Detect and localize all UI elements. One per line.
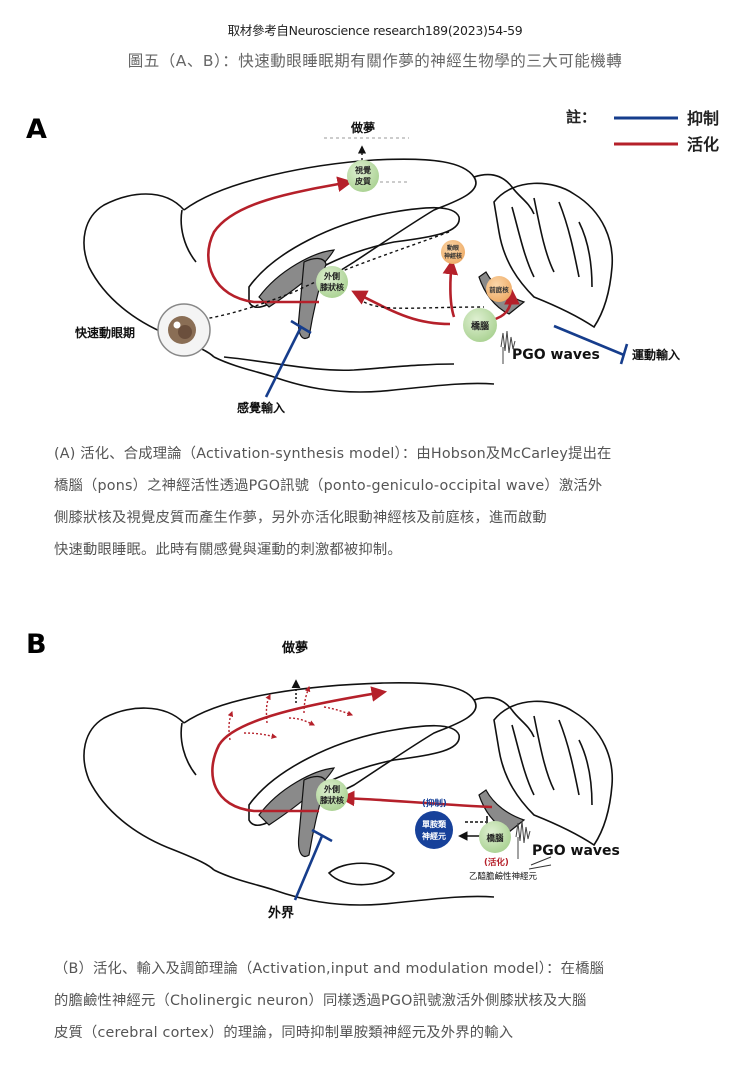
panel-a-diagram: A bbox=[26, 108, 719, 415]
dotted-guides bbox=[324, 137, 409, 183]
activation-paths bbox=[211, 686, 493, 813]
caption-a: (A) 活化、合成理論（Activation-synthesis model）：… bbox=[54, 438, 694, 566]
cholinergic-label: 乙醯膽鹼性神經元 bbox=[469, 871, 538, 882]
caption-a-line: 側膝狀核及視覺皮質而產生作夢，另外亦活化眼動神經核及前庭核，進而啟動 bbox=[54, 510, 547, 526]
svg-text:單胺類: 單胺類 bbox=[422, 819, 447, 829]
cholinergic-pointer bbox=[528, 856, 552, 870]
node-pons: 橋腦 bbox=[463, 308, 497, 342]
svg-text:外側: 外側 bbox=[324, 784, 340, 794]
figure-title: 圖五（A、B）：快速動眼睡眠期有關作夢的神經生物學的三大可能機轉 bbox=[127, 52, 623, 70]
sensory-input-label: 感覺輸入 bbox=[237, 400, 285, 415]
svg-text:橋腦: 橋腦 bbox=[471, 320, 489, 332]
eye-icon bbox=[157, 303, 211, 357]
motor-input-label: 運動輸入 bbox=[632, 347, 680, 362]
caption-b: （B）活化、輸入及調節理論（Activation,input and modul… bbox=[54, 953, 694, 1049]
pgo-wave-icon bbox=[500, 330, 516, 364]
panel-b: B 做夢 外側 膝狀核 bbox=[14, 615, 694, 945]
panel-a: A bbox=[14, 102, 719, 424]
panel-a-letter: A bbox=[26, 114, 47, 145]
rem-label: 快速動眼期 bbox=[75, 325, 135, 340]
svg-text:動眼: 動眼 bbox=[447, 244, 459, 252]
node-monoamine: 單胺類 神經元 bbox=[415, 811, 453, 849]
svg-text:膝狀核: 膝狀核 bbox=[320, 795, 344, 805]
svg-text:神經核: 神經核 bbox=[444, 252, 462, 260]
dream-label: 做夢 bbox=[281, 640, 308, 656]
legend: 註： 抑制 活化 bbox=[566, 108, 719, 154]
node-pons: 橋腦 bbox=[479, 821, 511, 853]
activation-paths bbox=[207, 176, 520, 326]
node-lgn: 外側 膝狀核 bbox=[316, 779, 348, 811]
inhibition-markers bbox=[293, 828, 333, 901]
caption-b-line: 的膽鹼性神經元（Cholinergic neuron）同樣透過PGO訊號激活外側… bbox=[54, 993, 587, 1009]
pgo-label: PGO waves bbox=[532, 843, 620, 859]
caption-a-line: 橋腦（pons）之神經活性透過PGO訊號（ponto-geniculo-occi… bbox=[54, 478, 603, 494]
svg-text:膝狀核: 膝狀核 bbox=[320, 282, 344, 292]
svg-text:神經元: 神經元 bbox=[422, 831, 446, 841]
dream-label: 做夢 bbox=[350, 120, 375, 135]
node-vestibular: 前庭核 bbox=[486, 276, 512, 302]
svg-text:視覺: 視覺 bbox=[354, 165, 371, 175]
activate-tag: (活化) bbox=[484, 857, 509, 868]
caption-a-line: (A) 活化、合成理論（Activation-synthesis model）：… bbox=[54, 446, 612, 462]
panel-b-letter: B bbox=[26, 629, 47, 660]
external-label: 外界 bbox=[267, 905, 294, 921]
node-lgn: 外側 膝狀核 bbox=[316, 266, 348, 298]
legend-inhibit-label: 抑制 bbox=[687, 109, 719, 128]
pgo-wave-icon bbox=[515, 820, 531, 859]
caption-b-line: 皮質（cerebral cortex）的理論，同時抑制單胺類神經元及外界的輸入 bbox=[54, 1025, 514, 1041]
legend-label: 註： bbox=[566, 108, 596, 126]
svg-text:前庭核: 前庭核 bbox=[489, 285, 509, 294]
pgo-label: PGO waves bbox=[512, 347, 600, 363]
inhibit-tag: (抑制) bbox=[422, 798, 447, 809]
inhibition-markers bbox=[264, 319, 629, 398]
cortex-spread-arrows bbox=[227, 685, 354, 741]
node-visual-cortex: 視覺 皮質 bbox=[347, 160, 379, 192]
svg-text:外側: 外側 bbox=[324, 271, 340, 281]
svg-text:橋腦: 橋腦 bbox=[486, 833, 504, 844]
node-oculomotor: 動眼 神經核 bbox=[441, 240, 465, 264]
source-citation: 取材參考自Neuroscience research189(2023)54-59 bbox=[227, 23, 523, 38]
dashed-paths bbox=[197, 145, 485, 324]
caption-b-line: （B）活化、輸入及調節理論（Activation,input and modul… bbox=[54, 961, 605, 977]
caption-a-line: 快速動眼睡眠。此時有關感覺與運動的刺激都被抑制。 bbox=[54, 542, 402, 558]
panel-b-diagram: B 做夢 外側 膝狀核 bbox=[26, 629, 620, 921]
svg-text:皮質: 皮質 bbox=[354, 176, 371, 186]
legend-activate-label: 活化 bbox=[687, 135, 719, 154]
